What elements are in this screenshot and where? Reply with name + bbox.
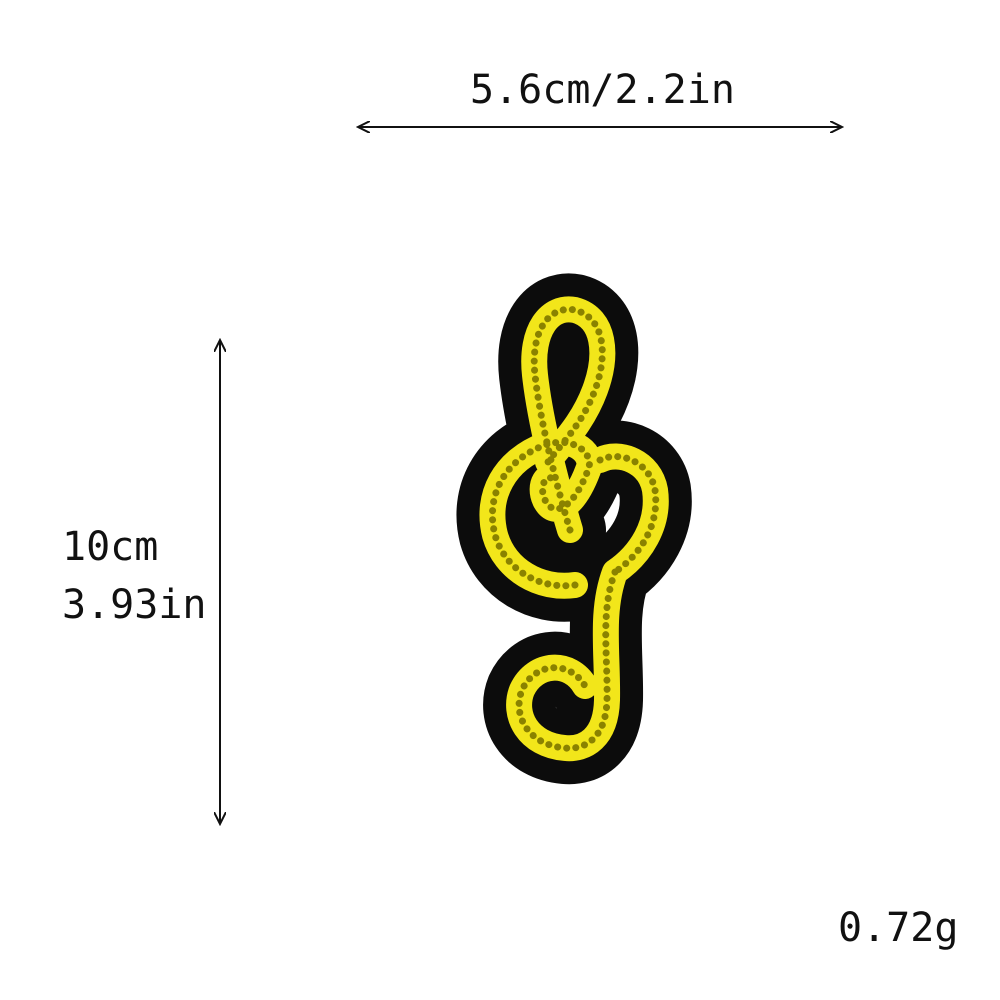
height-in-label: 3.93in [62, 582, 207, 628]
height-cm-label: 10cm [62, 524, 159, 570]
treble-clef-icon [456, 273, 692, 785]
width-dimension-label: 5.6cm/2.2in [470, 67, 735, 113]
weight-label: 0.72g [838, 905, 959, 951]
